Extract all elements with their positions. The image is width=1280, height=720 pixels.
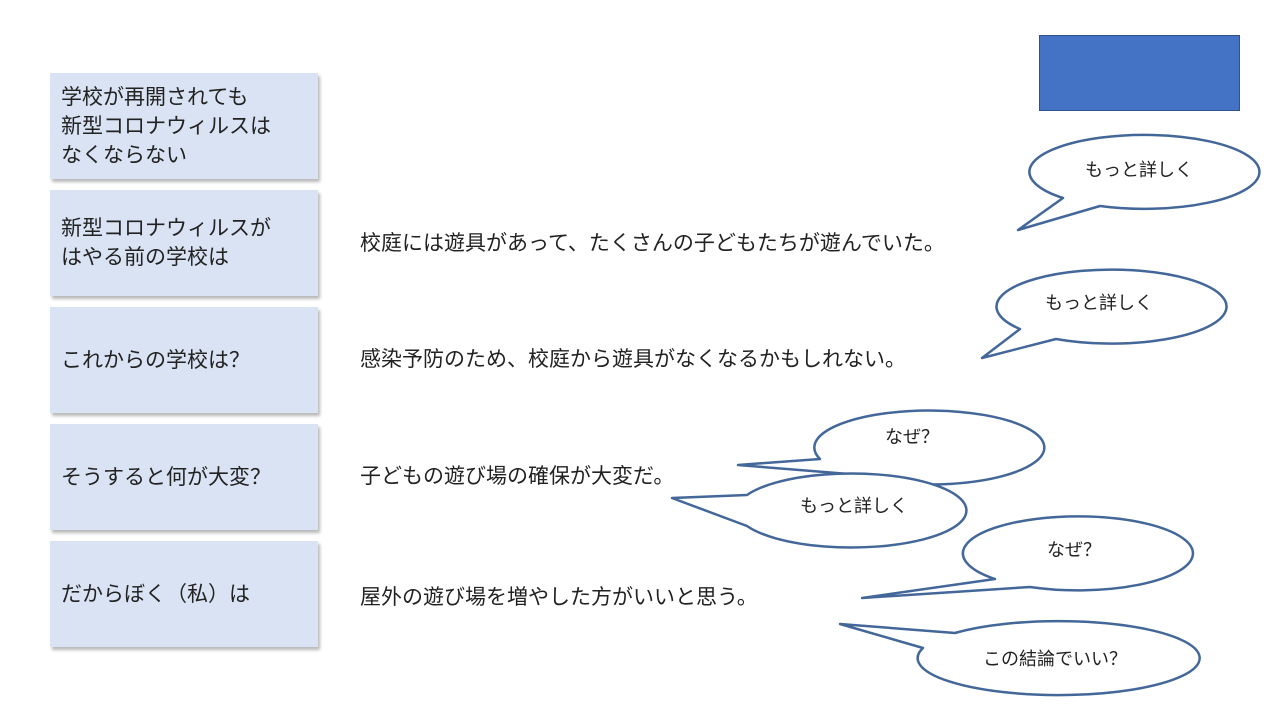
prompt-box-label: これからの学校は？: [61, 347, 250, 372]
callout-text-5: なぜ？: [1047, 540, 1101, 561]
callout-text-6: この結論でいい？: [983, 649, 1127, 670]
blue-rectangle: [1039, 35, 1240, 111]
prompt-box-label: そうすると何が大変？: [61, 464, 271, 489]
prompt-box-reopen: 学校が再開されても 新型コロナウィルスは なくならない: [50, 73, 318, 179]
prompt-box-label: だからぼく（私）は: [61, 581, 250, 606]
prompt-box-before: 新型コロナウィルスが はやる前の学校は: [50, 190, 318, 296]
callout-bubble-5: [860, 515, 1195, 600]
prompt-box-label: 学校が再開されても 新型コロナウィルスは なくならない: [61, 84, 271, 167]
prompt-box-label: 新型コロナウィルスが はやる前の学校は: [61, 216, 271, 269]
sentence-future: 感染予防のため、校庭から遊具がなくなるかもしれない。: [360, 347, 906, 371]
sentence-difficulty: 子どもの遊び場の確保が大変だ。: [360, 464, 675, 488]
sentence-before: 校庭には遊具があって、たくさんの子どもたちが遊んでいた。: [360, 231, 945, 255]
callout-text-2: もっと詳しく: [1045, 293, 1153, 314]
callout-text-3: なぜ？: [885, 427, 939, 448]
callout-text-1: もっと詳しく: [1085, 160, 1193, 181]
prompt-box-future: これからの学校は？: [50, 307, 318, 413]
callout-text-4: もっと詳しく: [800, 496, 908, 517]
prompt-box-conclusion: だからぼく（私）は: [50, 541, 318, 647]
prompt-box-difficulty: そうすると何が大変？: [50, 424, 318, 530]
callout-bubble-1: [1016, 133, 1261, 232]
sentence-conclusion: 屋外の遊び場を増やした方がいいと思う。: [360, 585, 758, 609]
